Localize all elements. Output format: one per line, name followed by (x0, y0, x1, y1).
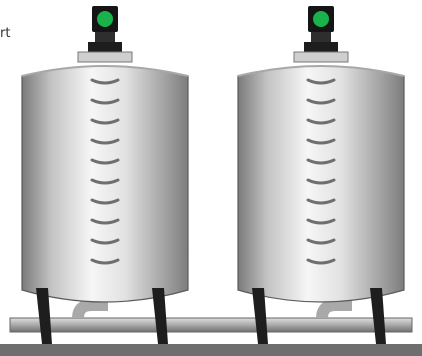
floor (0, 344, 422, 356)
tank-surface-marks (306, 78, 336, 265)
status-light-icon (304, 6, 338, 52)
tank-right (237, 6, 405, 344)
status-light-icon (88, 6, 122, 52)
tank-left (21, 6, 189, 344)
indicator-lamp (97, 11, 113, 27)
pipe-icon (9, 299, 413, 333)
tank-surface-marks (90, 78, 120, 265)
partial-label-text: rt (0, 26, 11, 41)
indicator-lamp (313, 11, 329, 27)
